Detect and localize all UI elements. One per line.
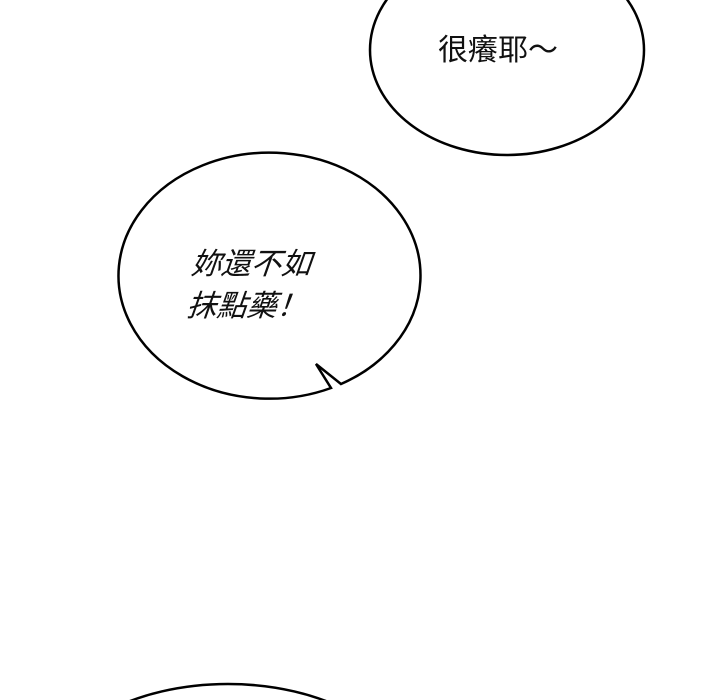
speech-bubble-1 — [368, 0, 646, 157]
speech-bubble-2 — [117, 151, 422, 400]
speech-bubble-3 — [129, 682, 327, 700]
speech-bubble-1-text: 很癢耶～ — [438, 33, 558, 68]
speech-bubble-2-text: 妳還不如 抹點藥！ — [185, 247, 314, 324]
